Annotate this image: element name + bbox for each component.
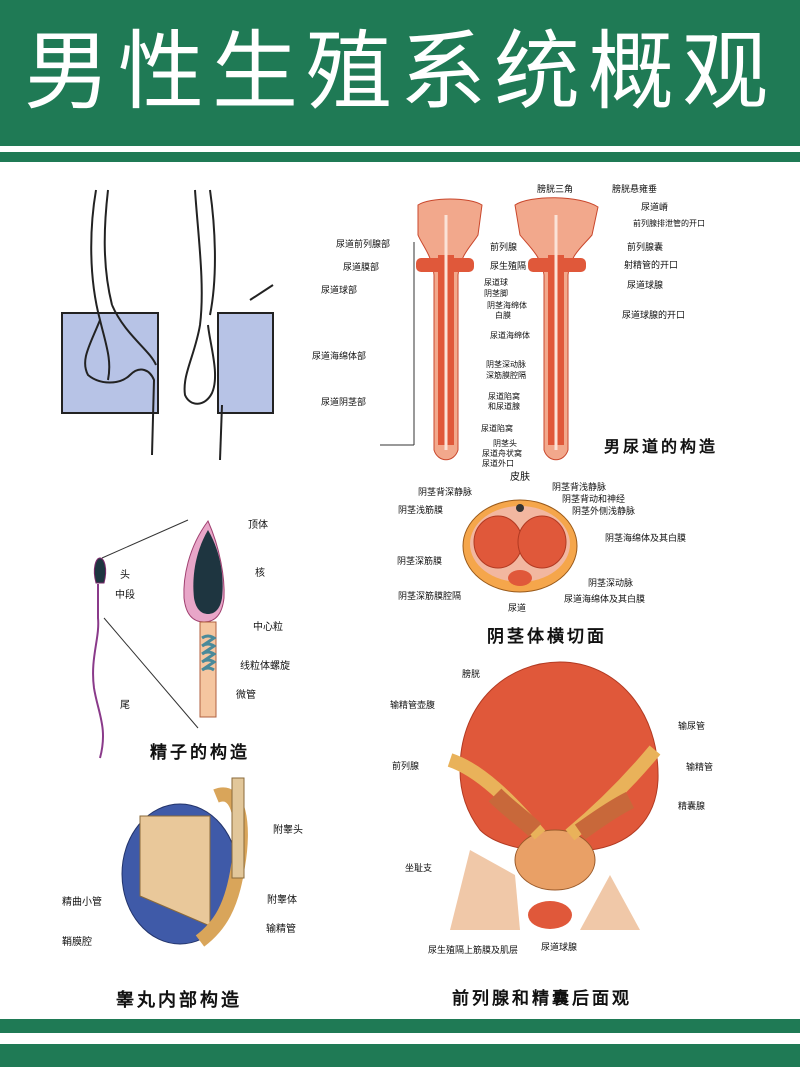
- label-lateral-vein: 阴茎外侧浅静脉: [572, 507, 636, 517]
- label-sperm-head: 头: [120, 570, 130, 581]
- label-urethra-cs: 尿道: [508, 604, 527, 614]
- label-external-orifice: 尿道外口: [482, 459, 514, 468]
- footer-bar-bottom: [0, 1044, 800, 1067]
- label-bulbourethral-gland: 尿道球腺: [627, 281, 664, 291]
- label-bulbourethral-p: 尿道球腺: [541, 943, 578, 953]
- label-prostate: 前列腺: [490, 243, 518, 253]
- label-superficial-dorsal-vein: 阴茎背浅静脉: [552, 483, 607, 493]
- label-ejaculatory-duct: 射精管的开口: [624, 261, 679, 271]
- label-ureter: 输尿管: [678, 722, 706, 732]
- label-superficial-fascia: 阴茎浅筋膜: [398, 506, 444, 516]
- label-mitochondrial-spiral: 线粒体螺旋: [240, 661, 290, 672]
- footer-bar: [0, 1019, 800, 1033]
- cross-section-diagram: [462, 499, 578, 593]
- label-urethra-bulbar: 尿道球部: [321, 286, 358, 296]
- label-seminal-vesicle: 精囊腺: [678, 802, 706, 812]
- label-glans: 阴茎头: [493, 439, 517, 448]
- header-divider: [0, 152, 800, 162]
- label-sperm-tail: 尾: [120, 700, 130, 711]
- label-tunica: 白膜: [495, 311, 511, 320]
- label-prostatic-ducts: 前列腺排泄管的开口: [633, 219, 705, 228]
- label-crus: 阴茎脚: [484, 289, 508, 298]
- label-bulb: 尿道球: [484, 278, 508, 287]
- label-spongiosum-tunica: 尿道海绵体及其白膜: [564, 595, 646, 605]
- label-centriole: 中心粒: [253, 622, 283, 633]
- label-urethral-glands: 和尿道腺: [488, 402, 520, 411]
- label-lacunae: 尿道陷窝: [488, 392, 520, 401]
- label-deep-fascia: 阴茎深筋膜: [397, 557, 443, 567]
- label-urethra-penile: 尿道阴茎部: [321, 398, 367, 408]
- label-uvula: 膀胱悬雍垂: [612, 185, 658, 195]
- label-trigone: 膀胱三角: [537, 185, 574, 195]
- label-vas-deferens: 输精管: [266, 924, 296, 935]
- label-microtubule: 微管: [236, 690, 256, 701]
- label-deep-artery-cs: 阴茎深动脉: [588, 579, 634, 589]
- label-skin: 皮肤: [510, 472, 530, 483]
- label-urogenital-fascia: 尿生殖隔上筋膜及肌层: [428, 946, 519, 956]
- label-fascia-septum: 深筋膜腔隔: [486, 371, 526, 380]
- label-sperm-midpiece: 中段: [115, 590, 135, 601]
- label-urethra-spongy: 尿道海绵体部: [312, 352, 367, 362]
- sperm-diagram: [92, 519, 225, 759]
- label-bladder: 膀胱: [462, 670, 481, 680]
- label-prostatic-utricle: 前列腺囊: [627, 243, 664, 253]
- label-corpus-spongiosum: 尿道海绵体: [490, 331, 530, 340]
- label-navicular-fossa: 尿道舟状窝: [482, 449, 522, 458]
- testis-diagram: [121, 777, 248, 947]
- label-bulbourethral-opening: 尿道球腺的开口: [622, 311, 686, 321]
- urethra-diagram: [416, 197, 599, 461]
- label-acrosome: 顶体: [248, 520, 268, 531]
- label-tunica-vaginalis: 鞘膜腔: [62, 937, 92, 948]
- caption-testis: 睾丸内部构造: [116, 990, 242, 1011]
- caption-prostate: 前列腺和精囊后面观: [452, 989, 632, 1009]
- label-nucleus: 核: [255, 568, 265, 579]
- caption-sperm: 精子的构造: [150, 743, 250, 763]
- self-exam-illustration: [61, 189, 274, 461]
- label-prostate-gland: 前列腺: [392, 762, 420, 772]
- caption-cross-section: 阴茎体横切面: [487, 627, 607, 647]
- label-urogenital-diaphragm: 尿生殖隔: [490, 262, 527, 272]
- label-urethra-prostatic: 尿道前列腺部: [336, 240, 391, 250]
- label-deep-artery: 阴茎深动脉: [486, 360, 526, 369]
- header-banner: [0, 0, 800, 146]
- label-dorsal-artery-nerve: 阴茎背动和神经: [562, 495, 626, 505]
- label-corpus-cavernosum: 阴茎海绵体: [487, 301, 527, 310]
- prostate-diagram: [447, 661, 661, 930]
- label-ischiopubic-ramus: 坐耻支: [405, 864, 433, 874]
- label-lacunae-2: 尿道陷窝: [481, 424, 513, 433]
- caption-urethra: 男尿道的构造: [604, 437, 719, 456]
- label-fascia-septum-cs: 阴茎深筋膜腔隔: [398, 592, 462, 602]
- label-deep-dorsal-vein: 阴茎背深静脉: [418, 488, 473, 498]
- label-epididymis-head: 附睾头: [273, 825, 303, 836]
- label-epididymis-body: 附睾体: [267, 895, 297, 906]
- label-urethra-membranous: 尿道膜部: [343, 263, 380, 273]
- label-vas-deferens-p: 输精管: [686, 763, 714, 773]
- label-seminiferous-tubule: 精曲小管: [62, 897, 102, 908]
- label-urethral-crest: 尿道嵴: [641, 203, 669, 213]
- urethra-bracket: [380, 242, 415, 446]
- page-title: 男性生殖系统概观: [24, 22, 776, 122]
- label-ampulla: 输精管壶腹: [390, 701, 436, 711]
- label-cavernosum-tunica: 阴茎海绵体及其白膜: [605, 534, 687, 544]
